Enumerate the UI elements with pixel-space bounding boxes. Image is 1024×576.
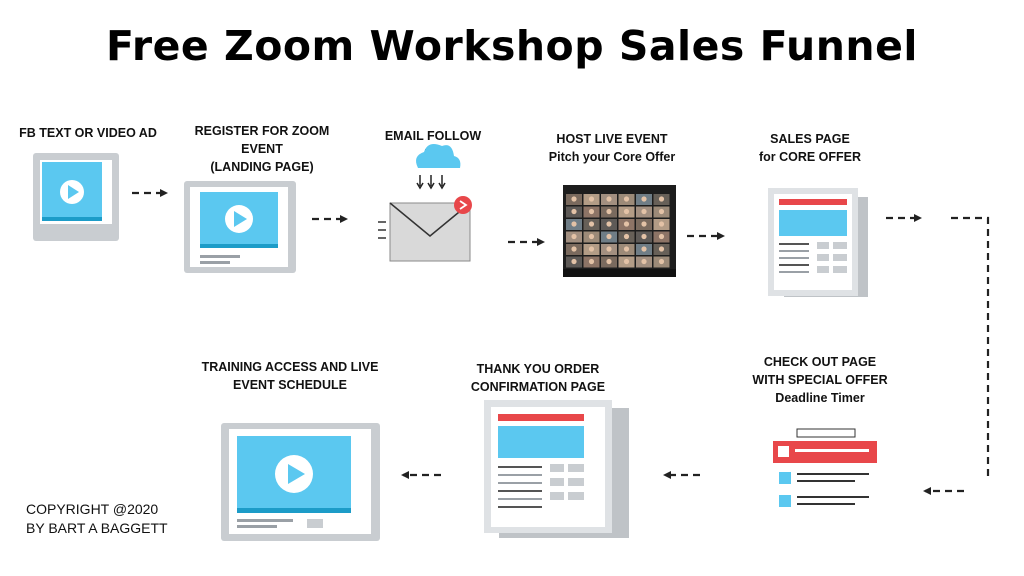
participant-face [606,196,612,202]
participant-face [606,246,612,252]
label-line: for CORE OFFER [758,150,862,164]
fb-ad-tablet-icon [33,153,119,241]
zoom-toolbar [563,269,676,277]
connector-right [951,216,990,480]
participant-face [588,208,595,215]
participant-face [571,208,577,215]
label-line: EVENT SCHEDULE [233,378,347,392]
participant-face [588,196,595,202]
participant-face [641,221,647,227]
thank-you-document-icon [484,400,629,538]
label-host-live: HOST LIVE EVENT Pitch your Core Offer [532,130,692,166]
label-line: Deadline Timer [775,391,865,405]
participant-face [571,246,577,252]
participant-face [623,208,630,215]
participant-face [571,258,577,265]
label-line: HOST LIVE EVENT [556,132,668,146]
checkout-form-icon [773,428,877,507]
participant-face [658,196,665,202]
participant-face [623,233,630,240]
diagram-title: Free Zoom Workshop Sales Funnel [106,22,918,70]
participant-face [606,258,612,265]
label-thank-you: THANK YOU ORDER CONFIRMATION PAGE [458,360,618,396]
participant-face [658,233,665,240]
label-line: FB TEXT OR VIDEO AD [19,126,157,140]
label-line: WITH SPECIAL OFFER [752,373,888,387]
participant-face [658,221,665,227]
label-line: CHECK OUT PAGE [763,355,877,369]
flow-arrows [132,189,990,495]
label-line: CONFIRMATION PAGE [470,380,606,394]
label-line: EMAIL FOLLOW [384,129,482,143]
label-line: REGISTER FOR ZOOM [194,124,330,138]
participant-face [658,208,665,215]
copyright-line: COPYRIGHT @2020 [26,501,159,517]
participant-face [606,208,612,215]
label-training: TRAINING ACCESS AND LIVE EVENT SCHEDULE [195,358,385,394]
participant-face [606,221,612,227]
copyright-notice: COPYRIGHT @2020 BY BART A BAGGETT [26,500,168,538]
participant-face [571,233,577,240]
participant-face [606,233,612,240]
label-line: TRAINING ACCESS AND LIVE [201,360,379,374]
email-envelope-icon [378,144,472,262]
participant-face [588,246,595,252]
label-line: SALES PAGE [770,132,850,146]
label-register: REGISTER FOR ZOOM EVENT (LANDING PAGE) [172,122,352,176]
label-line: Pitch your Core Offer [548,150,676,164]
zoom-gallery-screenshot [563,185,676,277]
label-checkout: CHECK OUT PAGE WITH SPECIAL OFFER Deadli… [740,353,900,407]
label-fb-ad: FB TEXT OR VIDEO AD [8,124,168,142]
participant-face [623,258,630,265]
label-sales-page: SALES PAGE for CORE OFFER [740,130,880,166]
participant-face [658,258,665,265]
participant-face [623,246,630,252]
participant-face [588,233,595,240]
copyright-line: BY BART A BAGGETT [26,520,168,536]
participant-face [658,246,665,252]
participant-face [641,258,647,265]
label-line: (LANDING PAGE) [210,160,314,174]
participant-face [641,233,647,240]
participant-face [623,196,630,202]
participant-face [623,221,630,227]
participant-face [641,196,647,202]
training-tablet-icon [221,423,380,541]
participant-face [588,258,595,265]
label-line: THANK YOU ORDER [476,362,600,376]
sales-page-document-icon [768,188,868,297]
participant-face [641,246,647,252]
label-line: EVENT [241,142,283,156]
participant-face [641,208,647,215]
register-tablet-icon [184,181,296,273]
participant-face [571,221,577,227]
participant-face [571,196,577,202]
participant-face [588,221,595,227]
